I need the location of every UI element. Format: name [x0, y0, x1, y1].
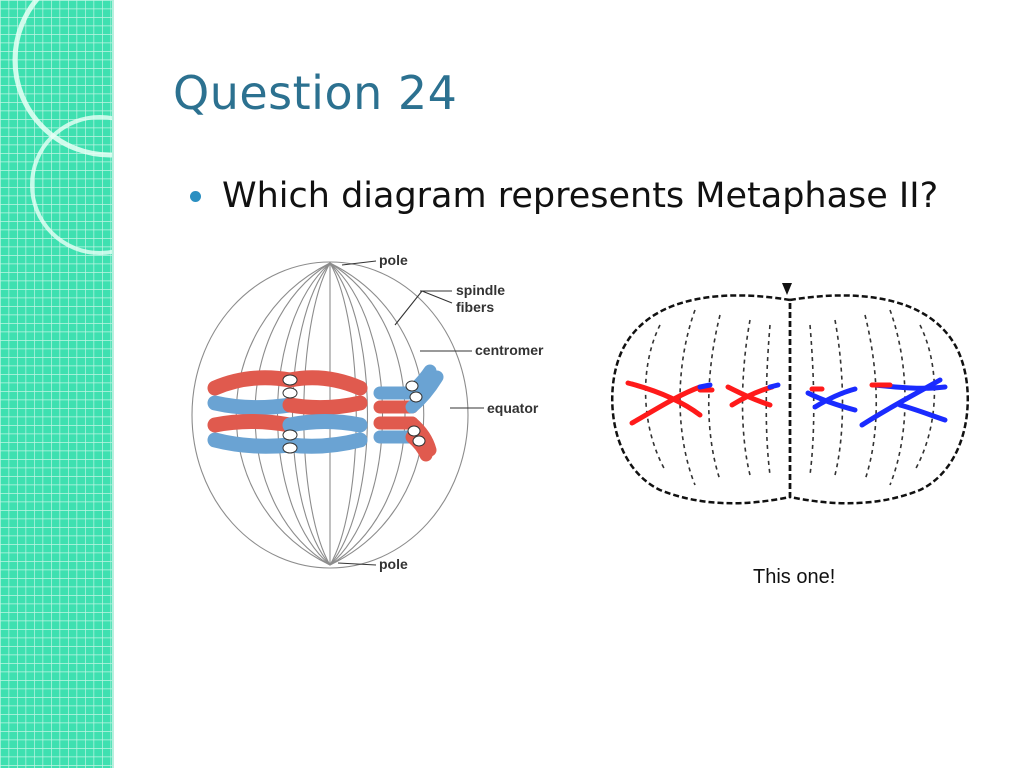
- label-spindle: spindle: [456, 282, 505, 298]
- decorative-circle-small: [30, 115, 114, 255]
- label-pole-bottom: pole: [379, 556, 408, 572]
- label-pole-top: pole: [379, 252, 408, 268]
- label-equator: equator: [487, 400, 539, 416]
- metaphase-spindle-diagram: pole spindle fibers centromer equator po…: [190, 245, 555, 590]
- decorative-circle-large: [12, 0, 114, 158]
- bullet-item: Which diagram represents Metaphase II?: [190, 176, 938, 216]
- sidebar-grid-pattern: [0, 0, 114, 768]
- slide-title: Question 24: [173, 66, 458, 120]
- label-centromere: centromer: [475, 342, 544, 358]
- metaphase-two-cells-diagram: [600, 275, 975, 515]
- bullet-dot-icon: [190, 190, 201, 202]
- question-text: Which diagram represents Metaphase II?: [222, 176, 939, 216]
- answer-caption: This one!: [753, 566, 836, 588]
- decorative-sidebar: [0, 0, 114, 768]
- label-fibers: fibers: [456, 299, 494, 315]
- spindle-diagram-svg: pole spindle fibers centromer equator po…: [191, 252, 544, 572]
- two-cells-svg: [610, 283, 970, 505]
